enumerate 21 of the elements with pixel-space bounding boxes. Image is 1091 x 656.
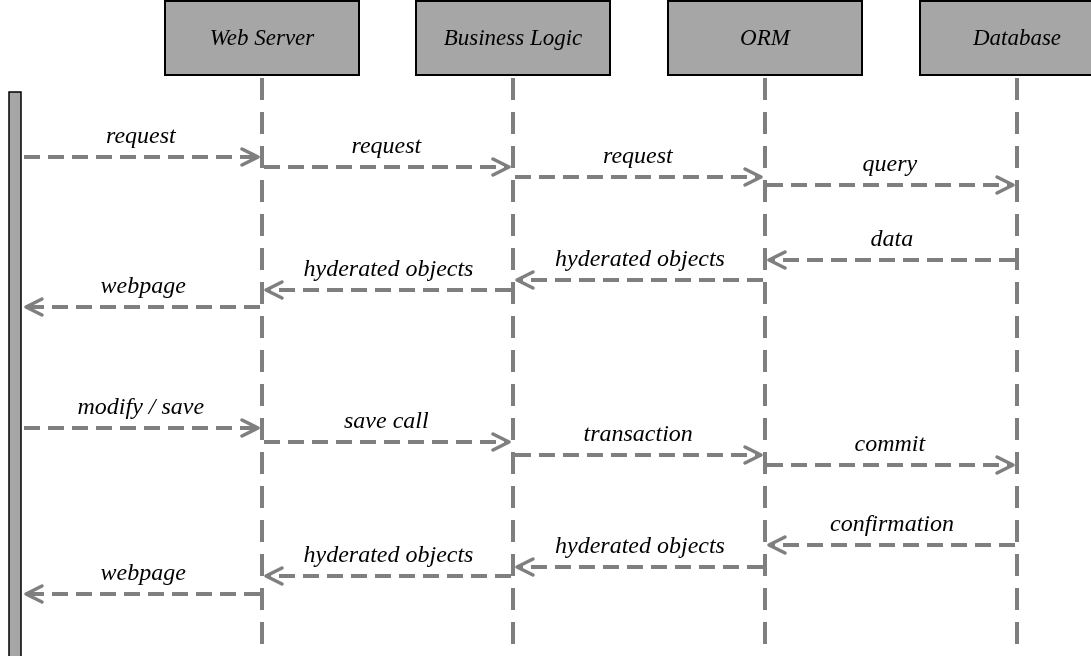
dashed-arrow <box>24 147 260 167</box>
activation-bar <box>8 91 22 656</box>
dashed-arrow <box>24 584 260 604</box>
dashed-arrow <box>767 455 1015 475</box>
dashed-arrow <box>767 535 1015 555</box>
dashed-arrow <box>515 445 763 465</box>
participant-box: Database <box>919 0 1091 76</box>
dashed-arrow <box>515 557 763 577</box>
dashed-arrow <box>515 270 763 290</box>
dashed-arrow <box>767 175 1015 195</box>
dashed-arrow <box>264 157 511 177</box>
participant-box: ORM <box>667 0 863 76</box>
dashed-arrow <box>24 297 260 317</box>
dashed-arrow <box>767 250 1015 270</box>
participant-box: Web Server <box>164 0 360 76</box>
participant-box: Business Logic <box>415 0 611 76</box>
dashed-arrow <box>264 432 511 452</box>
dashed-arrow <box>264 280 511 300</box>
dashed-arrow <box>24 418 260 438</box>
dashed-arrow <box>264 566 511 586</box>
dashed-arrow <box>515 167 763 187</box>
